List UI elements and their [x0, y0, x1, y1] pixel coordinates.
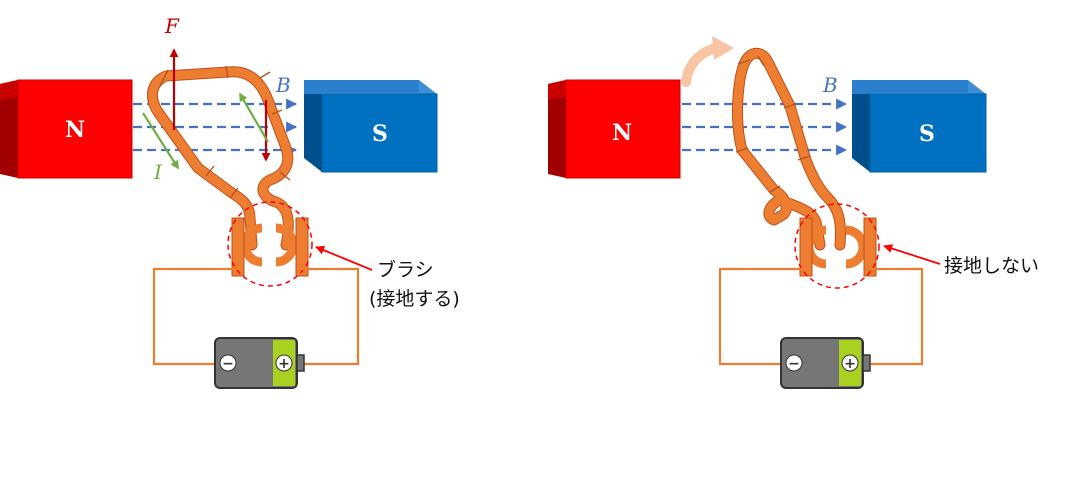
no-contact-callout-arrow	[883, 244, 941, 265]
current-label: I	[153, 160, 163, 184]
magnetic-field-lines-right	[682, 98, 848, 156]
north-magnet: N	[0, 79, 133, 179]
battery-positive-symbol: +	[278, 356, 290, 372]
brush-highlight-circle	[227, 201, 313, 287]
no-contact-highlight-circle	[794, 203, 880, 289]
circuit-wire-right	[297, 267, 360, 366]
force-arrows	[169, 48, 271, 162]
field-label: B	[275, 73, 291, 97]
battery-negative-symbol: −	[222, 356, 234, 372]
current-arrows	[142, 92, 269, 170]
coil-loop-right	[732, 47, 846, 251]
brushes	[231, 217, 309, 277]
battery-positive-symbol-right: +	[844, 356, 856, 372]
battery: − +	[214, 337, 305, 389]
brush-callout-arrow	[315, 245, 373, 271]
battery-negative-symbol-right: −	[788, 356, 800, 372]
coil-loop	[146, 65, 294, 251]
brush-callout-line1: ブラシ	[377, 258, 434, 281]
north-pole-label-right: N	[612, 120, 632, 146]
south-magnet: S	[304, 80, 438, 173]
north-pole-label: N	[65, 117, 85, 143]
circuit-wire-left	[152, 267, 238, 366]
force-label: F	[164, 14, 180, 38]
south-magnet-right: S	[852, 80, 987, 173]
no-contact-callout: 接地しない	[944, 255, 1039, 277]
field-label-right: B	[822, 73, 838, 97]
commutator	[240, 223, 298, 267]
rotation-arrow-icon	[681, 36, 734, 87]
brushes-right	[799, 217, 877, 277]
brush-callout-line2: (接地する)	[369, 288, 460, 310]
north-magnet-right: N	[548, 79, 681, 179]
left-panel: N S B	[0, 14, 460, 389]
circuit-wire-left-right	[718, 267, 806, 366]
right-panel: N S B	[548, 36, 1039, 389]
circuit-wire-right-right	[862, 267, 924, 366]
south-pole-label-right: S	[919, 121, 935, 147]
south-pole-label: S	[372, 121, 388, 147]
battery-right: − +	[780, 337, 871, 389]
